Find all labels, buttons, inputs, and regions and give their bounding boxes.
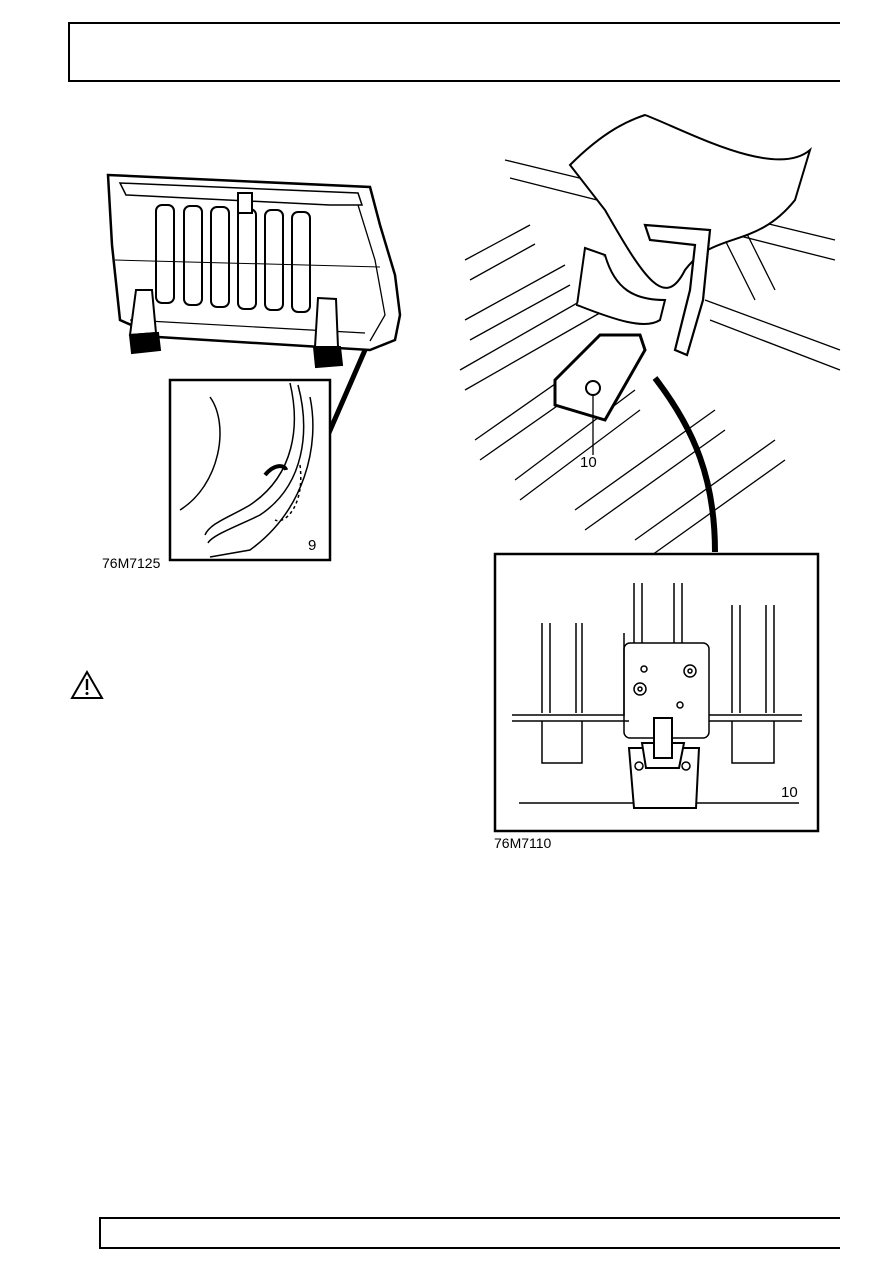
buckle-detail-illustration [493, 552, 820, 833]
figure-right-callout-10-detail: 10 [781, 784, 798, 801]
figure-buckle-detail [493, 552, 820, 833]
page-footer-frame [99, 1217, 840, 1249]
figure-right-ref-code: 76M7110 [494, 835, 552, 851]
figure-seat-back [100, 165, 420, 585]
belt-buckle-illustration [459, 113, 841, 561]
page-header-frame [68, 22, 840, 82]
warning-triangle-icon [70, 669, 104, 700]
figure-left-callout-9: 9 [308, 537, 317, 554]
figure-belt-buckle [455, 113, 845, 580]
figure-right-callout-10-top: 10 [580, 454, 597, 471]
figure-left-ref-code: 76M7125 [102, 555, 161, 571]
seat-back-illustration [106, 173, 402, 562]
